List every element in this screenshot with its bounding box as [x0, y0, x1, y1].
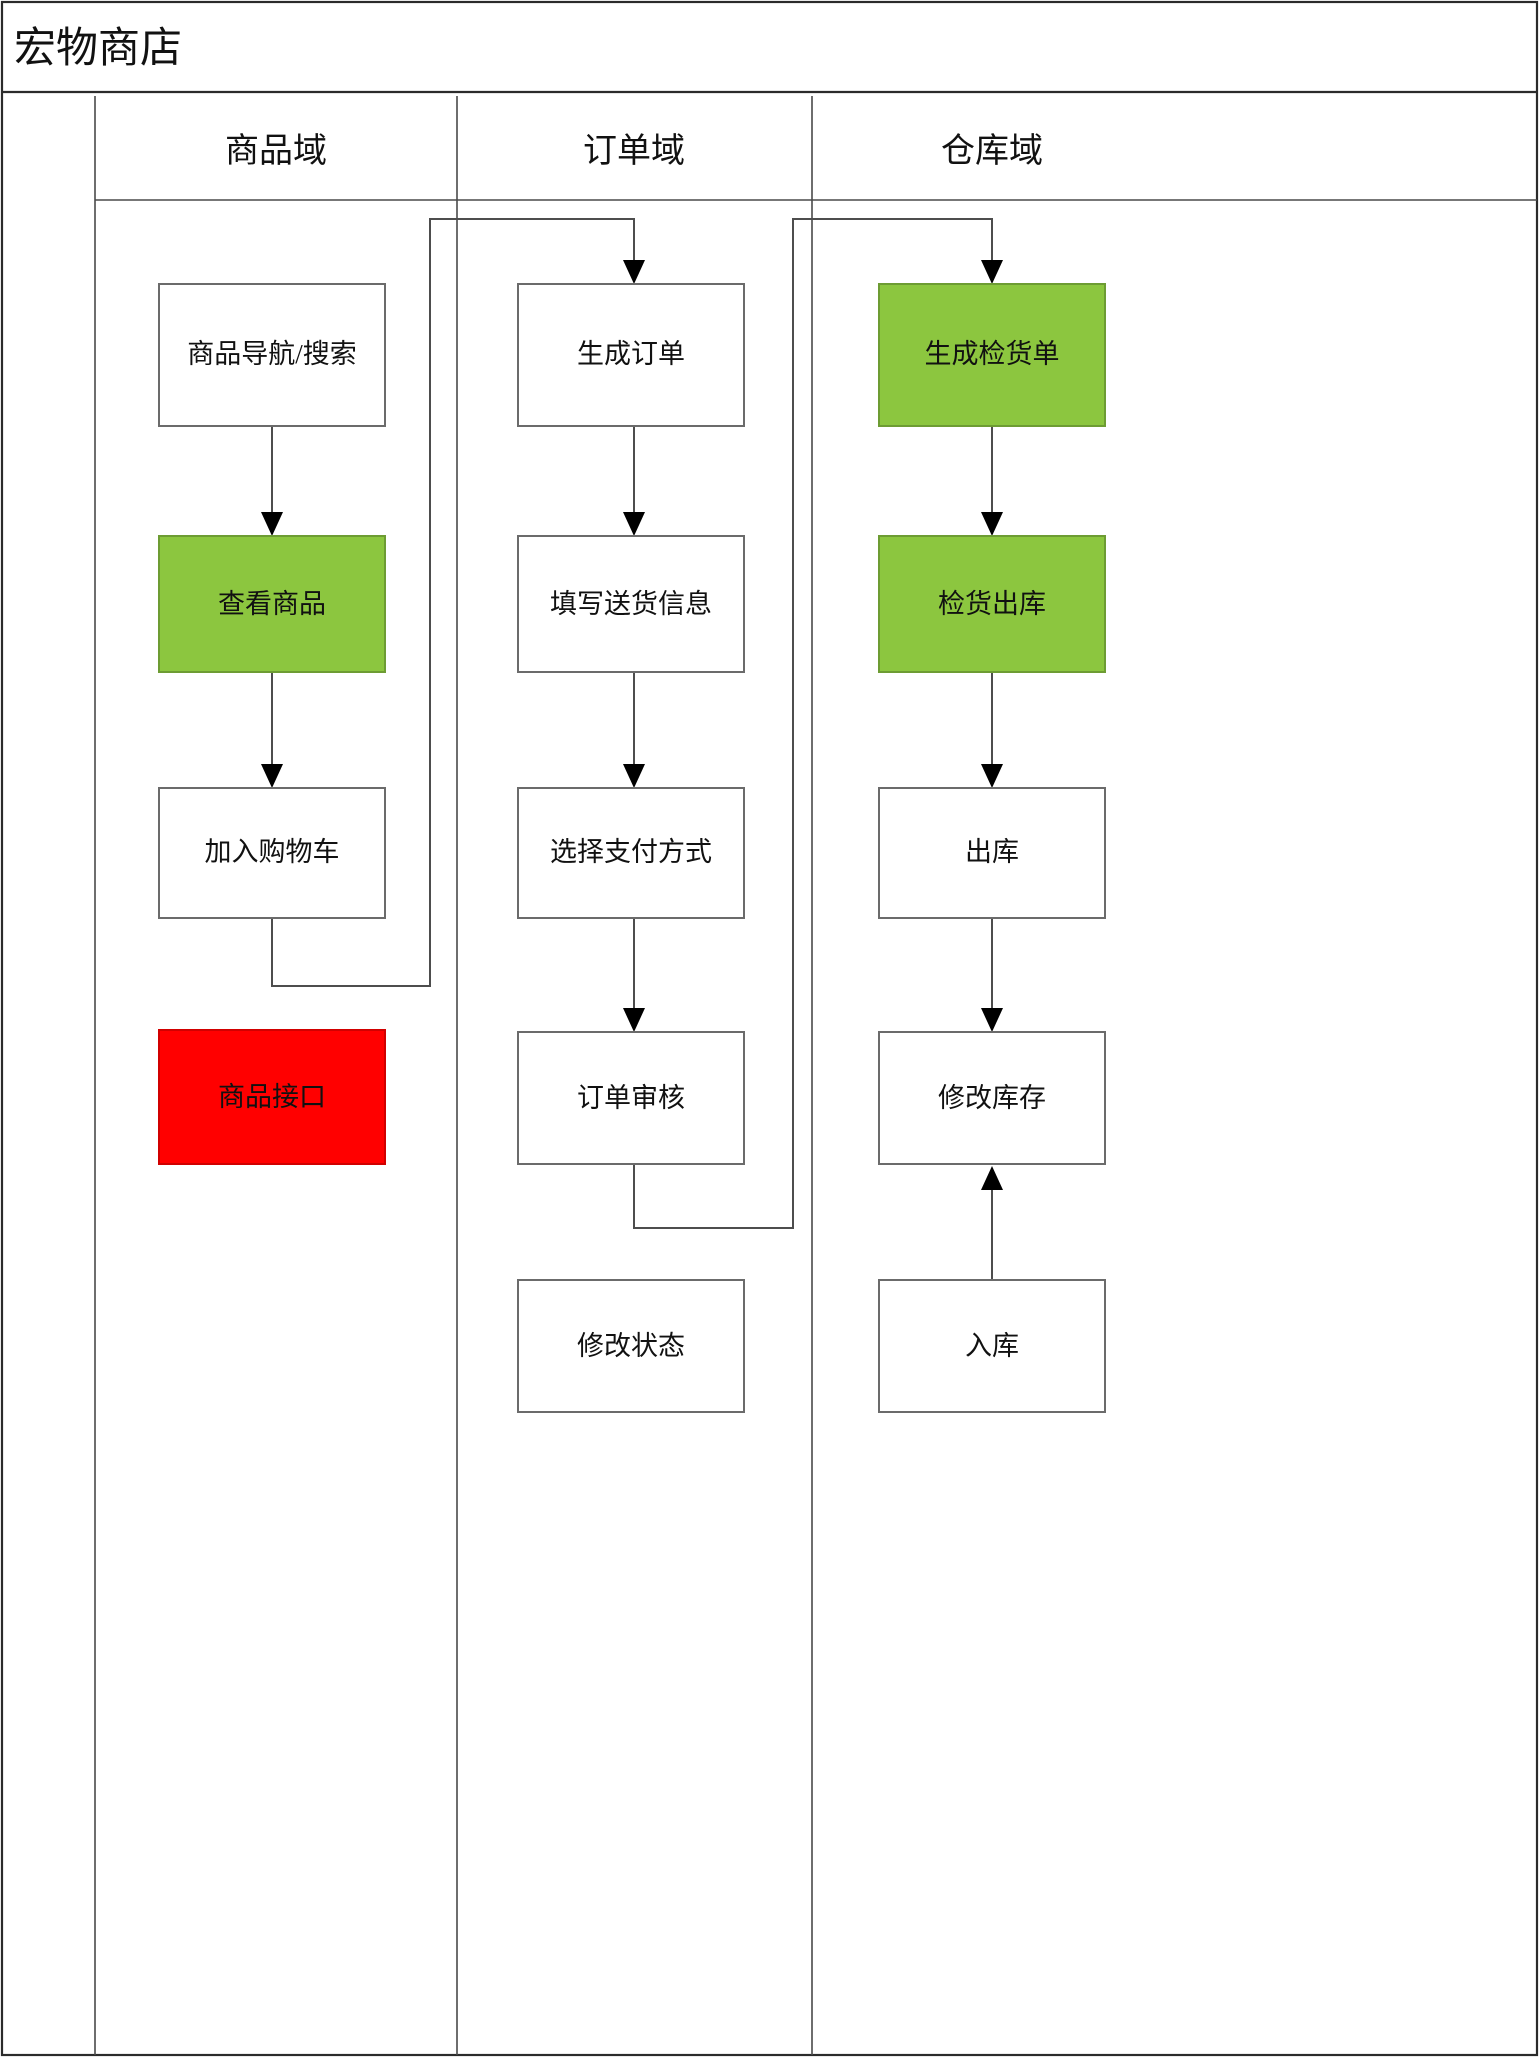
edge-n14-n13 [981, 1166, 1003, 1280]
page-title: 宏物商店 [14, 25, 182, 72]
edge-n10-n11 [981, 426, 1003, 536]
node-create-picking-list[interactable]: 生成检货单 [878, 283, 1106, 427]
node-label: 加入购物车 [205, 837, 340, 867]
node-product-interface[interactable]: 商品接口 [158, 1029, 386, 1165]
node-product-navigation-search[interactable]: 商品导航/搜索 [158, 283, 386, 427]
node-view-product[interactable]: 查看商品 [158, 535, 386, 673]
node-create-order[interactable]: 生成订单 [517, 283, 745, 427]
lane-header-product: 商品域 [225, 132, 327, 170]
node-label: 填写送货信息 [550, 589, 712, 619]
node-select-payment-method[interactable]: 选择支付方式 [517, 787, 745, 919]
lane-header-warehouse: 仓库域 [941, 132, 1043, 170]
node-label: 生成订单 [577, 339, 685, 369]
node-outbound[interactable]: 出库 [878, 787, 1106, 919]
edge-n11-n12 [981, 672, 1003, 788]
edge-n7-n8 [623, 918, 645, 1032]
node-label: 商品接口 [218, 1082, 326, 1112]
node-pick-and-ship[interactable]: 检货出库 [878, 535, 1106, 673]
node-label: 入库 [965, 1331, 1019, 1361]
node-label: 生成检货单 [925, 339, 1060, 369]
node-label: 商品导航/搜索 [187, 339, 357, 369]
edge-n8-n10 [633, 218, 1003, 1229]
node-label: 订单审核 [577, 1083, 685, 1113]
edge-n1-n2 [261, 426, 283, 536]
node-label: 修改状态 [577, 1331, 685, 1361]
edge-n2-n3 [261, 672, 283, 788]
node-label: 选择支付方式 [550, 837, 712, 867]
node-label: 出库 [965, 837, 1019, 867]
node-add-to-cart[interactable]: 加入购物车 [158, 787, 386, 919]
node-fill-delivery-info[interactable]: 填写送货信息 [517, 535, 745, 673]
edge-n5-n6 [623, 426, 645, 536]
node-label: 修改库存 [938, 1083, 1046, 1113]
node-inbound[interactable]: 入库 [878, 1279, 1106, 1413]
edge-n12-n13 [981, 918, 1003, 1032]
lane-header-order: 订单域 [583, 132, 685, 170]
edge-n6-n7 [623, 672, 645, 788]
node-label: 检货出库 [938, 589, 1046, 619]
node-order-review[interactable]: 订单审核 [517, 1031, 745, 1165]
node-update-status[interactable]: 修改状态 [517, 1279, 745, 1413]
node-update-inventory[interactable]: 修改库存 [878, 1031, 1106, 1165]
node-label: 查看商品 [218, 589, 326, 619]
edge-n3-n5 [271, 218, 645, 987]
